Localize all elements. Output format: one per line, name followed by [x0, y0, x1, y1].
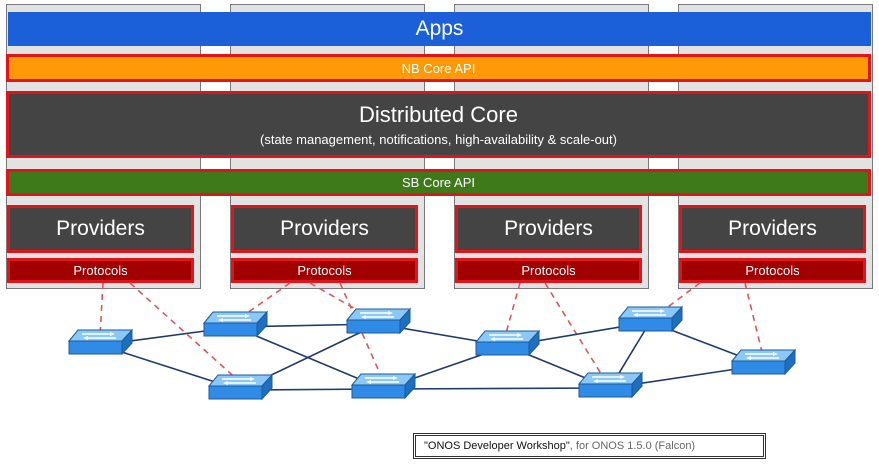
- protocols-box: Protocols: [679, 258, 866, 283]
- switch-icon: [208, 374, 273, 400]
- protocols-box: Protocols: [455, 258, 642, 283]
- switch-icon: [731, 349, 796, 375]
- source-caption: "ONOS Developer Workshop" , for ONOS 1.5…: [413, 433, 766, 459]
- switch-icon: [475, 330, 540, 356]
- nb-core-api-layer: NB Core API: [6, 54, 871, 82]
- data-links: [99, 321, 764, 391]
- providers-box: Providers: [455, 205, 642, 253]
- apps-layer: Apps: [8, 12, 871, 46]
- switch-icon: [351, 373, 416, 399]
- distributed-core-subtitle: (state management, notifications, high-a…: [260, 131, 617, 147]
- distributed-core-title: Distributed Core: [359, 101, 518, 127]
- switch-icon: [618, 306, 683, 332]
- providers-box: Providers: [231, 205, 418, 253]
- switch-icon: [346, 308, 411, 334]
- distributed-core-layer: Distributed Core (state management, noti…: [6, 91, 871, 158]
- providers-box: Providers: [679, 205, 866, 253]
- switch-icon: [578, 372, 643, 398]
- providers-box: Providers: [7, 205, 194, 253]
- caption-title: "ONOS Developer Workshop": [424, 440, 570, 452]
- switch-icon: [203, 311, 268, 337]
- protocols-box: Protocols: [231, 258, 418, 283]
- switch-icon: [68, 329, 133, 355]
- caption-suffix: , for ONOS 1.5.0 (Falcon): [569, 440, 696, 452]
- protocols-box: Protocols: [7, 258, 194, 283]
- sb-core-api-layer: SB Core API: [6, 169, 871, 196]
